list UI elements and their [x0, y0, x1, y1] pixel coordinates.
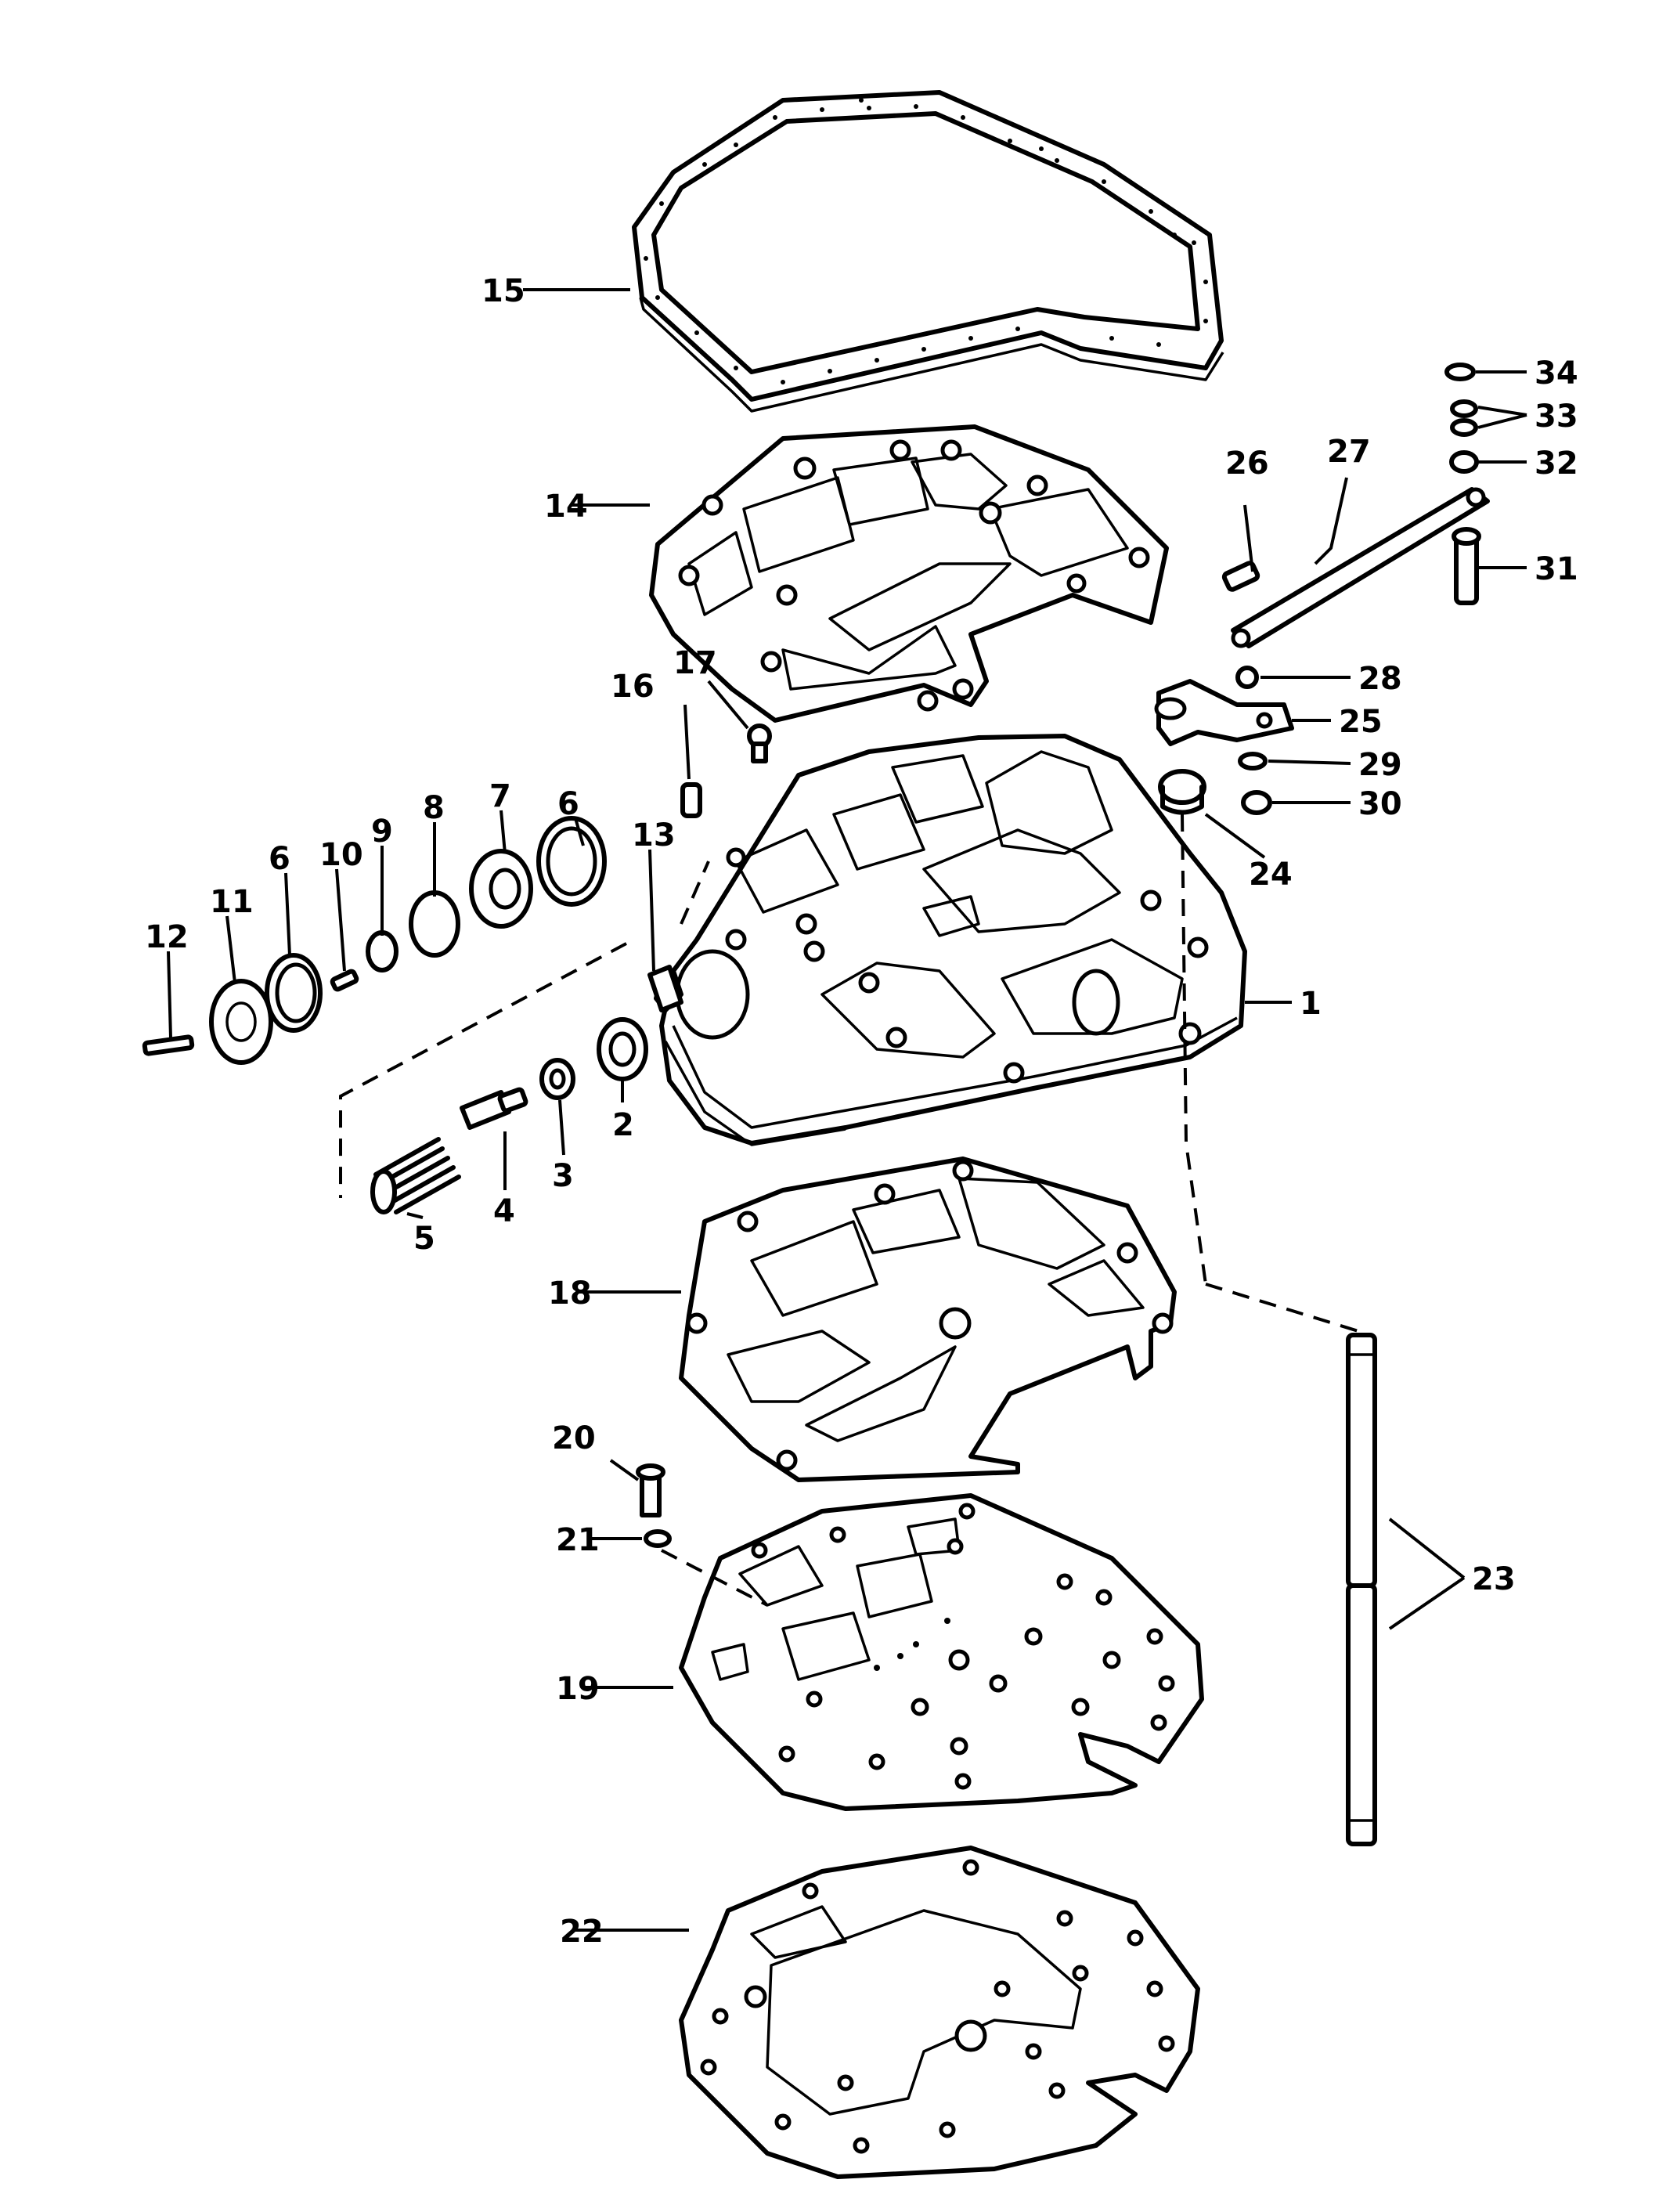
- callout-26: 26: [1225, 446, 1269, 482]
- part-18-middle-gasket: [679, 1157, 1177, 1482]
- part-33-washers: [1450, 399, 1478, 437]
- part-32-nut: [1449, 450, 1479, 474]
- callout-21: 20: [552, 1420, 596, 1456]
- part-8-diaphragm: [409, 890, 460, 958]
- part-15-screw: [747, 724, 772, 763]
- part-34-cap: [1444, 363, 1476, 381]
- callout-8: 8: [423, 790, 445, 826]
- part-22-washer: [644, 1529, 672, 1548]
- part-25-lever: [1154, 679, 1294, 746]
- part-20-bottom-gasket: [679, 1846, 1200, 2179]
- callout-17: 15: [481, 273, 525, 309]
- callout-10: 10: [319, 837, 363, 873]
- callout-4: 4: [493, 1193, 515, 1229]
- callout-2: 2: [612, 1107, 634, 1143]
- callout-24: 24: [1249, 857, 1293, 893]
- callout-30: 30: [1358, 786, 1402, 822]
- callout-18: 18: [548, 1276, 592, 1312]
- part-16-upper-gasket: [649, 424, 1169, 723]
- part-13-fitting: [647, 965, 683, 1012]
- callout-34: 34: [1535, 355, 1578, 392]
- callout-7: 7: [489, 778, 511, 814]
- callout-32: 32: [1535, 446, 1578, 482]
- part-28-nut: [1235, 666, 1259, 689]
- callout-3: 3: [552, 1158, 574, 1194]
- callout-1: 1: [1300, 986, 1322, 1022]
- callout-12: 12: [145, 919, 189, 955]
- part-6-gasket-a: [536, 816, 607, 907]
- part-4-valve: [460, 1087, 528, 1130]
- callout-31: 31: [1535, 551, 1578, 587]
- callout-27: 27: [1327, 434, 1371, 470]
- leader-lines: [167, 288, 1527, 1932]
- part-14-dowel: [680, 782, 702, 818]
- part-31-bolt: [1452, 527, 1481, 605]
- callout-22: 21: [556, 1522, 600, 1558]
- part-21-bolt: [636, 1463, 665, 1517]
- part-7-cover: [469, 849, 533, 929]
- callout-29: 29: [1358, 747, 1402, 783]
- callout-labels: 15 14 1 2 3 4 5 6 7 8 9 10 6 11 12 13 16…: [145, 273, 1578, 1950]
- part-11-cap: [209, 979, 273, 1065]
- callout-19: 19: [556, 1671, 600, 1707]
- part-19-plate: [679, 1493, 1204, 1811]
- callout-20: 22: [560, 1914, 604, 1950]
- callout-9: 9: [371, 814, 393, 850]
- callout-14: 16: [611, 669, 655, 705]
- part-2-seal: [597, 1017, 648, 1081]
- part-9-disc: [366, 930, 399, 972]
- part-3-retainer: [539, 1058, 575, 1100]
- part-23-shaft: [1346, 1333, 1377, 1846]
- callout-23: 23: [1472, 1561, 1516, 1597]
- callout-28: 28: [1358, 661, 1402, 697]
- part-1-cylinder-block: [654, 734, 1247, 1146]
- part-24-bushing: [1158, 769, 1206, 815]
- part-6-gasket-b: [265, 953, 323, 1033]
- part-17-seal-ring: [632, 90, 1224, 413]
- callout-13: 13: [632, 817, 676, 853]
- callout-33: 33: [1535, 399, 1578, 435]
- callout-6-left: 6: [269, 841, 290, 877]
- part-27-link-arm: [1231, 487, 1490, 648]
- callout-6-right: 6: [557, 786, 579, 822]
- part-12-bolt: [142, 1034, 195, 1056]
- part-30-nut: [1241, 790, 1272, 815]
- callout-25: 25: [1339, 704, 1383, 740]
- part-26-pin: [1221, 561, 1260, 592]
- part-5-spring: [370, 1137, 461, 1214]
- part-29-washer: [1238, 752, 1268, 770]
- part-10-screw: [330, 969, 359, 992]
- callout-16: 14: [544, 489, 588, 525]
- callout-5: 5: [413, 1221, 435, 1257]
- callout-11: 11: [210, 884, 254, 920]
- callout-15: 17: [673, 645, 717, 681]
- alignment-lines: [339, 814, 1359, 1607]
